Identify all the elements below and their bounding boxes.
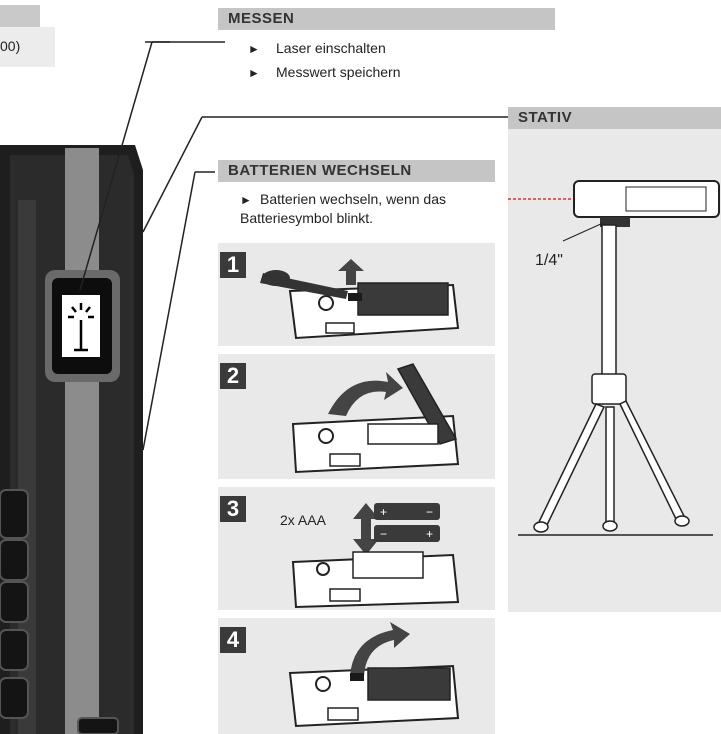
updown-arrow-icon xyxy=(353,503,379,555)
laser-icon xyxy=(68,303,94,352)
messen-item-2: ►Messwert speichern xyxy=(248,61,401,84)
device-side-illustration xyxy=(0,41,170,734)
stativ-header: STATIV xyxy=(508,107,721,129)
bullet-arrow-icon: ► xyxy=(248,66,260,80)
partial-section-text: 00) xyxy=(0,38,21,54)
batterien-header: BATTERIEN WECHSELN xyxy=(218,160,495,182)
step-4-number: 4 xyxy=(220,627,246,653)
bullet-arrow-icon: ► xyxy=(240,193,252,207)
step-3-illustration: + − − + xyxy=(291,503,460,609)
leader-lines xyxy=(142,41,508,451)
bullet-arrow-icon: ► xyxy=(248,42,260,56)
batterien-text: ►Batterien wechseln, wenn das Batteriesy… xyxy=(240,191,446,226)
step-1-number: 1 xyxy=(220,252,246,278)
step-1-illustration xyxy=(260,259,460,340)
messen-item-1: ►Laser einschalten xyxy=(248,37,386,60)
step-2-illustration xyxy=(291,363,460,474)
svg-text:−: − xyxy=(426,505,433,519)
partial-section-body xyxy=(0,27,55,67)
step-3-number: 3 xyxy=(220,496,246,522)
step-4-illustration xyxy=(288,622,460,728)
battery-count-label: 2x AAA xyxy=(280,512,326,528)
partial-section-header xyxy=(0,5,40,27)
tripod-illustration xyxy=(508,180,720,536)
thread-size-label: 1/4" xyxy=(535,252,563,269)
svg-text:+: + xyxy=(426,527,433,541)
svg-text:−: − xyxy=(380,527,387,541)
messen-header: MESSEN xyxy=(218,8,555,30)
step-2-number: 2 xyxy=(220,363,246,389)
svg-text:+: + xyxy=(380,505,387,519)
